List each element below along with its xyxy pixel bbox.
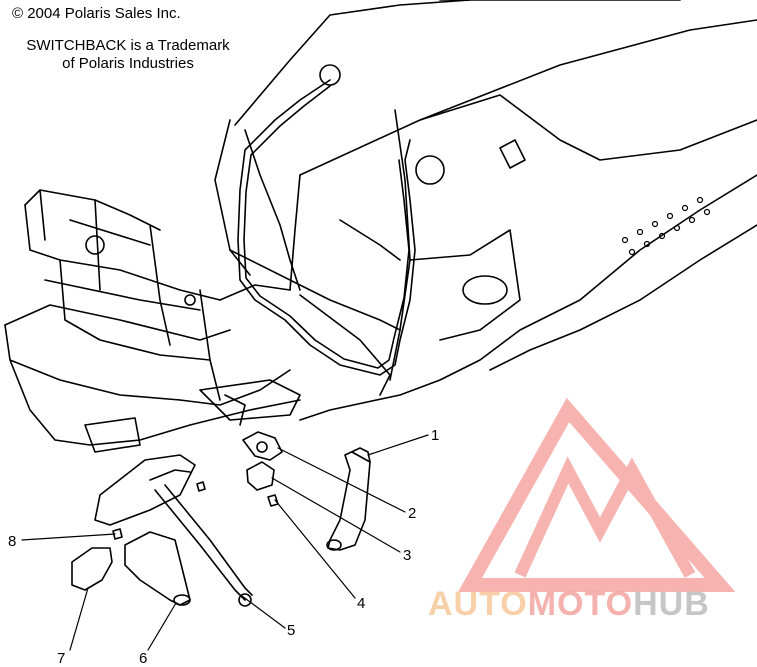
part-8-screw [112,528,123,540]
watermark-auto: AUTO [428,585,528,623]
callout-8: 8 [8,533,16,550]
watermark-hub: HUB [633,585,710,623]
callout-3: 3 [403,547,411,564]
part-7-plate [71,547,113,591]
trademark-line-2: of Polaris Industries [62,55,194,72]
copyright-text: © 2004 Polaris Sales Inc. [12,5,181,22]
callout-6: 6 [139,650,147,667]
trademark-notice: SWITCHBACK is a Trademark of Polaris Ind… [12,37,244,73]
callout-2: 2 [408,505,416,522]
callout-5: 5 [287,622,295,639]
watermark-text: AUTOMOTOHUB [428,586,710,622]
part-6-cover [124,531,191,606]
callout-1: 1 [431,427,439,444]
fastener [196,481,206,492]
part-5-steering-arm [94,454,253,607]
lower-mount [84,379,301,453]
leader-lines [21,434,429,651]
part-3-bracket [246,461,275,491]
trademark-line-1: SWITCHBACK is a Trademark [26,37,230,54]
tunnel-assembly [214,0,757,421]
callout-labels: 1 2 3 4 5 6 7 8 [8,427,439,667]
callout-4: 4 [357,595,365,612]
brake-line [237,79,416,376]
watermark-m-shape [514,456,696,578]
front-bulkhead [4,189,301,446]
part-1-tube [326,447,371,551]
watermark-logo [458,397,736,592]
watermark-moto: MOTO [527,585,634,623]
part-2-clamp [242,431,283,461]
callout-7: 7 [57,650,65,667]
part-4-bolt [267,494,279,507]
